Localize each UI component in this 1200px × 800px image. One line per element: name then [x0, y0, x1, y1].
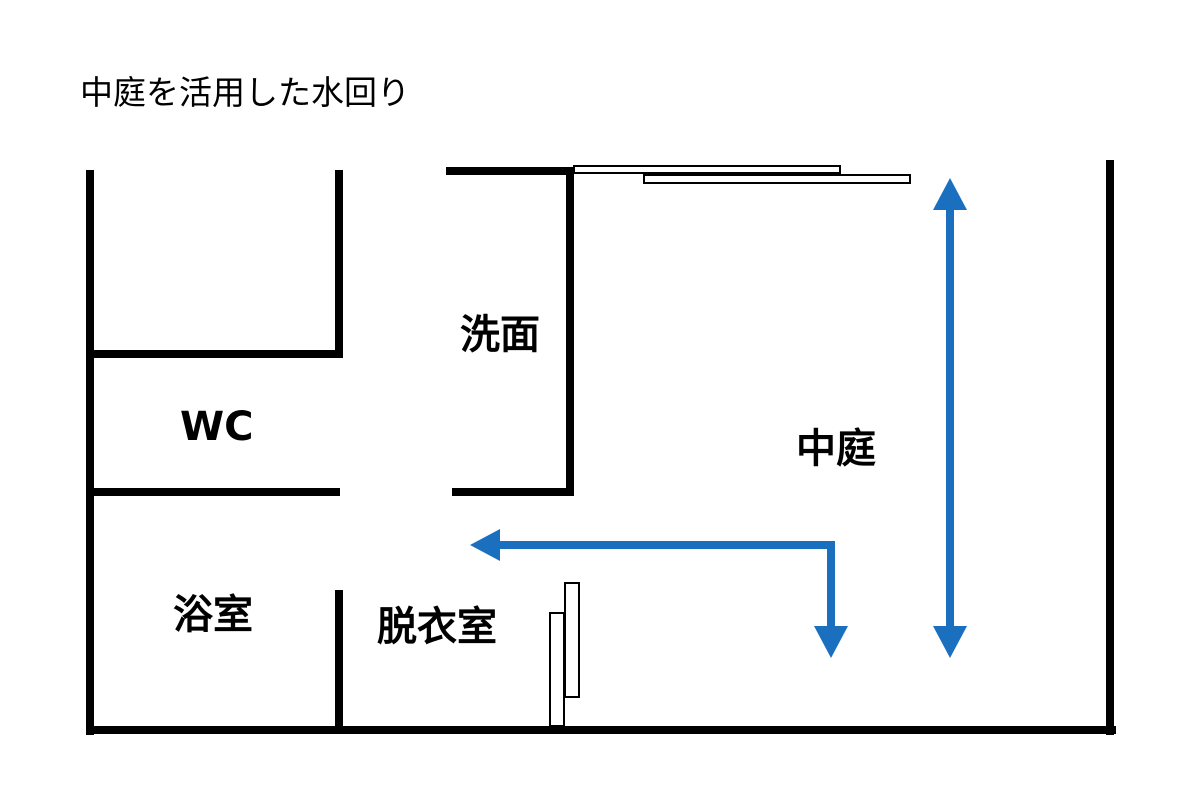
door-panel-lower: [549, 612, 565, 727]
courtyard-double-arrow: [933, 178, 967, 658]
door-panel-upper: [564, 582, 580, 698]
room-label-washroom: 洗面: [460, 312, 540, 358]
window-sash-upper: [573, 165, 841, 174]
sliding-door: [549, 582, 580, 727]
circulation-arrow-line: [500, 541, 835, 628]
arrow-head-down-right: [933, 626, 967, 658]
circulation-arrow: [470, 529, 848, 658]
plan-title: 中庭を活用した水回り: [80, 73, 410, 112]
room-label-bathroom: 浴室: [173, 592, 253, 638]
room-label-courtyard: 中庭: [796, 426, 876, 472]
arrow-head-left: [470, 529, 500, 561]
walls: [86, 160, 1116, 735]
room-label-wc: WC: [180, 404, 253, 450]
room-label-dressing-room: 脱衣室: [377, 604, 497, 650]
sliding-window: [573, 165, 911, 184]
window-sash-lower: [643, 174, 911, 184]
arrow-head-down: [814, 626, 848, 658]
arrow-head-up: [933, 178, 967, 210]
